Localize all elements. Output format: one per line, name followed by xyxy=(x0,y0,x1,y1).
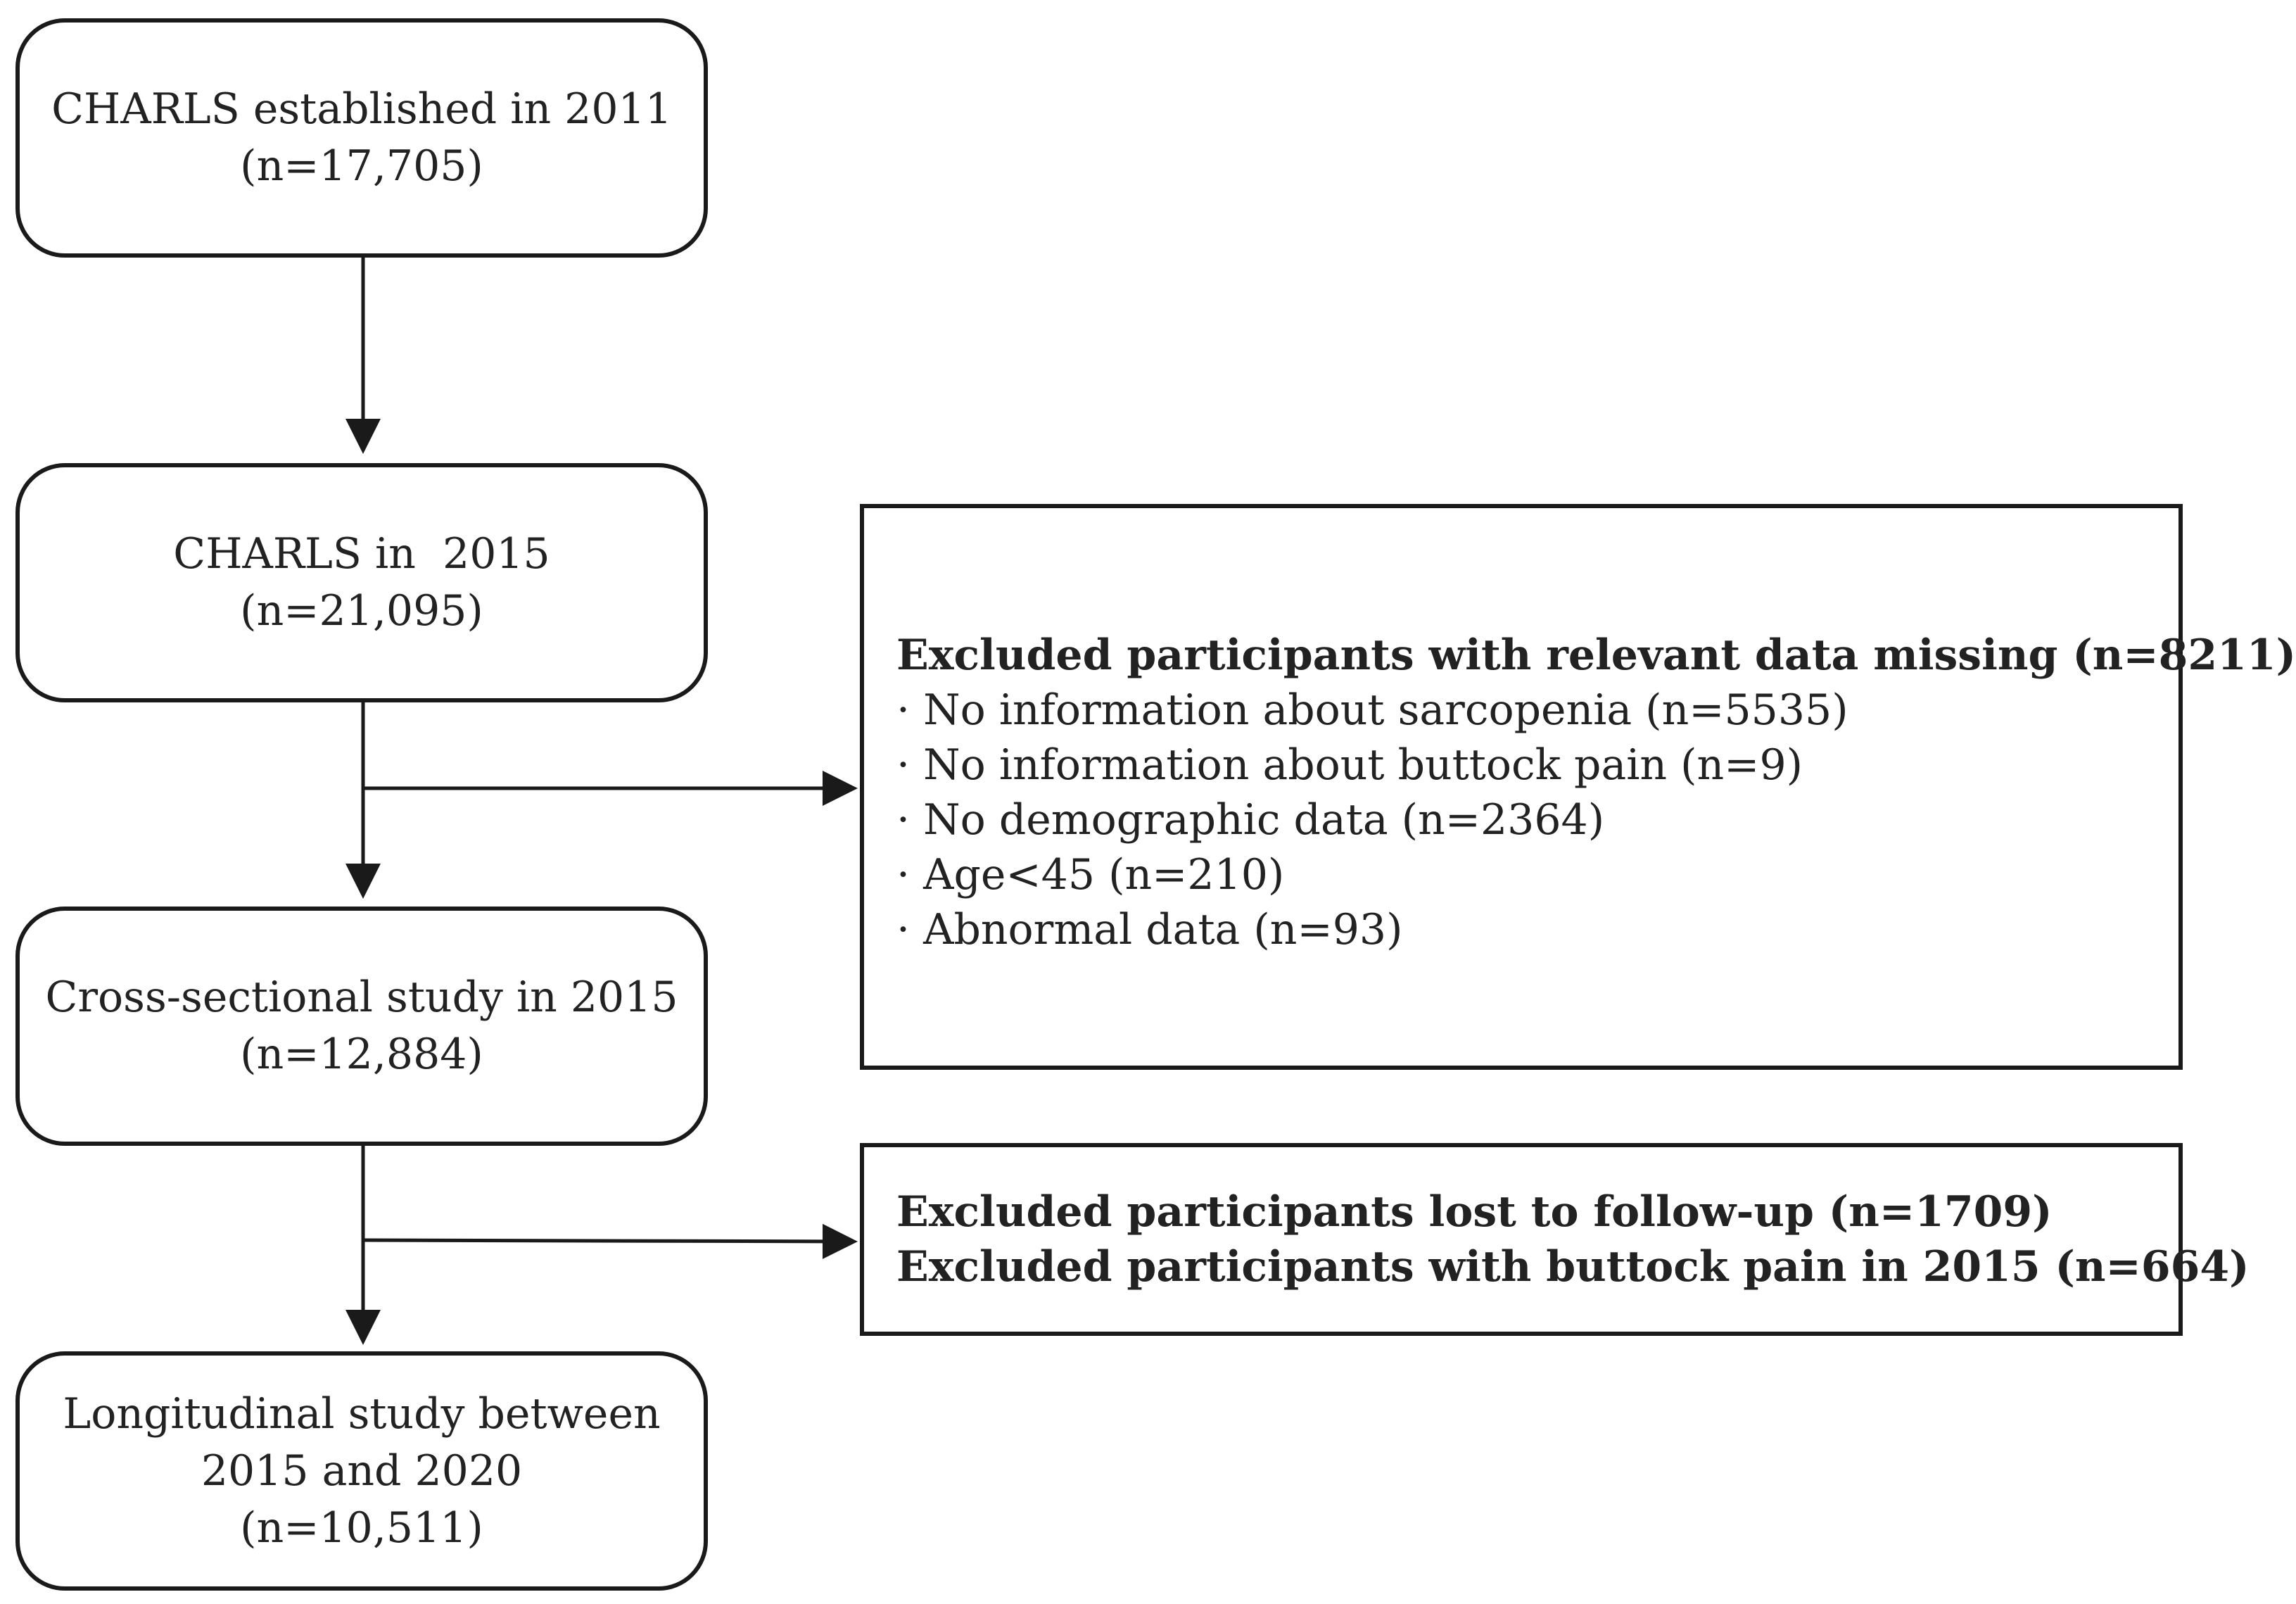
box-longitudinal-label-1: Longitudinal study between xyxy=(63,1389,661,1439)
connector-layer xyxy=(345,258,858,1345)
box-charls-2015-count: (n=21,095) xyxy=(240,586,483,636)
arrow-to-followup-exclusion xyxy=(362,1223,858,1259)
box-charls-2011-label: CHARLS established in 2011 xyxy=(51,84,672,134)
box-excluded-missing-data: Excluded participants with relevant data… xyxy=(860,504,2296,1070)
excluded-buttock-pain: Excluded participants with buttock pain … xyxy=(896,1242,2250,1292)
box-charls-2011-count: (n=17,705) xyxy=(240,141,483,191)
box-longitudinal-count: (n=10,511) xyxy=(240,1503,483,1553)
box-charls-2011: CHARLS established in 2011 (n=17,705) xyxy=(15,18,708,258)
excluded-missing-item: · Abnormal data (n=93) xyxy=(896,905,1403,954)
box-longitudinal: Longitudinal study between 2015 and 2020… xyxy=(15,1351,708,1591)
box-charls-2015: CHARLS in 2015 (n=21,095) xyxy=(15,463,708,702)
box-charls-2015-label: CHARLS in 2015 xyxy=(173,529,550,579)
box-cross-sectional-count: (n=12,884) xyxy=(240,1030,483,1079)
box-cross-sectional-label: Cross-sectional study in 2015 xyxy=(45,973,678,1022)
excluded-missing-item: · No information about sarcopenia (n=553… xyxy=(896,686,1848,735)
box-cross-sectional: Cross-sectional study in 2015 (n=12,884) xyxy=(15,907,708,1146)
excluded-missing-item: · No information about buttock pain (n=9… xyxy=(896,740,1803,790)
box-longitudinal-label-2: 2015 and 2020 xyxy=(201,1446,523,1496)
excluded-missing-title: Excluded participants with relevant data… xyxy=(896,631,2296,680)
box-excluded-follow-up: Excluded participants lost to follow-up … xyxy=(860,1143,2249,1336)
excluded-missing-item: · Age<45 (n=210) xyxy=(896,850,1285,899)
excluded-lost-follow-up: Excluded participants lost to follow-up … xyxy=(896,1187,2053,1237)
excluded-missing-item: · No demographic data (n=2364) xyxy=(896,795,1605,845)
